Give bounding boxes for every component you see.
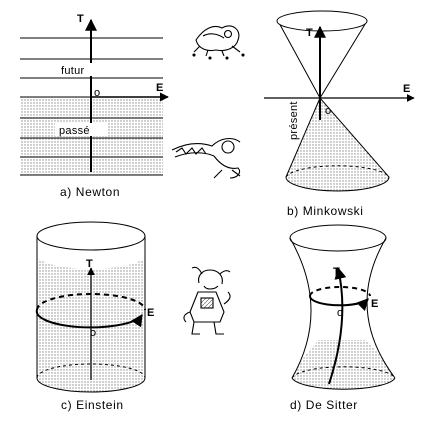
newton-e-label: E: [156, 82, 163, 94]
de-sitter-left-profile: [289, 237, 312, 379]
minkowski-present-label: présent: [288, 101, 300, 140]
minkowski-e-label: E: [403, 83, 410, 95]
einstein-t-label: T: [86, 258, 93, 270]
einstein-origin-label: o: [90, 327, 96, 339]
minkowski-origin-label: o: [325, 105, 331, 117]
minkowski-caption: b) Minkowski: [287, 204, 364, 218]
einstein-e-label: E: [147, 307, 154, 319]
einstein-diagram: T E o c) Einstein: [35, 221, 154, 412]
de-sitter-caption: d) De Sitter: [290, 398, 358, 412]
cartoon-scientist-illustration: [183, 266, 231, 335]
newton-diagram: T E o futur passé a) Newton: [20, 13, 169, 199]
de-sitter-e-label: E: [371, 298, 378, 310]
cartoon-bearded-man-illustration: [171, 137, 241, 179]
de-sitter-space-slice-back: [309, 286, 371, 297]
einstein-top-rim: [36, 221, 146, 251]
de-sitter-worldline: [328, 266, 347, 385]
de-sitter-top-rim: [289, 224, 387, 252]
einstein-space-slice-back: [36, 293, 146, 311]
einstein-space-slice-front: [35, 309, 129, 329]
newton-past-label: passé: [59, 125, 90, 137]
newton-origin-label: o: [94, 87, 100, 99]
de-sitter-t-label: T: [333, 266, 340, 278]
minkowski-future-cone: [277, 20, 368, 99]
de-sitter-past-region: [292, 340, 395, 390]
minkowski-past-cone: [285, 97, 390, 192]
minkowski-diagram: T E o présent b) Minkowski: [264, 10, 415, 218]
de-sitter-diagram: T E o d) De Sitter: [289, 224, 396, 412]
cartoon-angel-illustration: [192, 25, 245, 60]
newton-t-label: T: [77, 13, 84, 25]
minkowski-t-label: T: [306, 27, 313, 39]
einstein-caption: c) Einstein: [61, 398, 124, 412]
newton-future-label: futur: [61, 65, 85, 77]
newton-caption: a) Newton: [60, 185, 120, 199]
de-sitter-space-slice-front: [309, 295, 361, 307]
de-sitter-origin-label: o: [337, 307, 343, 319]
